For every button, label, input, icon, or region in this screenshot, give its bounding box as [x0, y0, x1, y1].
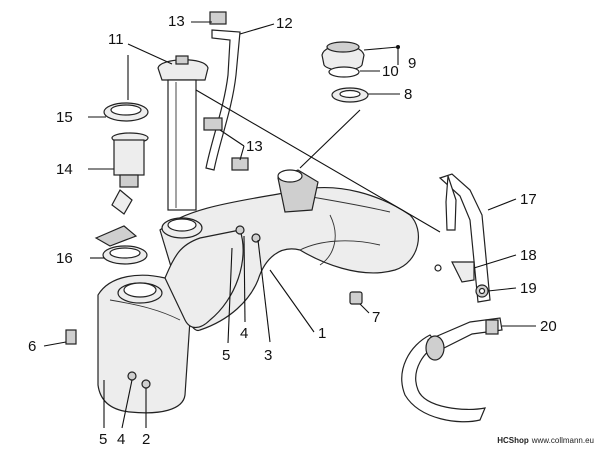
vent-hose [401, 173, 491, 423]
callout-5-bottom: 5 [99, 431, 107, 448]
breather-hose [203, 11, 249, 171]
callout-12: 12 [276, 15, 293, 32]
callout-2: 2 [142, 431, 150, 448]
callout-7: 7 [372, 309, 380, 326]
callout-18: 18 [520, 247, 537, 264]
fuel-cap [321, 41, 365, 71]
callout-1: 1 [318, 325, 326, 342]
callout-3: 3 [264, 347, 272, 364]
filler-washer [331, 87, 369, 103]
callout-8: 8 [404, 86, 412, 103]
cap-seal [328, 66, 360, 78]
gasket-ring [102, 245, 148, 265]
fuel-tank [97, 187, 419, 414]
mount-clip [65, 329, 77, 345]
footer-site: www.collmann.eu [531, 436, 594, 445]
callout-11: 11 [108, 31, 124, 48]
tank-filler-neck [277, 169, 319, 213]
callout-10: 10 [382, 63, 399, 80]
tank-pump-opening [161, 217, 203, 239]
support-bracket [434, 261, 475, 283]
callout-20: 20 [540, 318, 557, 335]
fuel-pump [111, 132, 149, 215]
fuel-level-sender [157, 55, 209, 211]
callout-numbers: 11 13 12 15 14 13 16 9 10 8 17 18 19 20 … [28, 13, 557, 448]
callout-13-top: 13 [168, 13, 185, 30]
footer-brand: HCShop [497, 436, 529, 445]
tank-lower-neck [117, 282, 163, 304]
callout-16: 16 [56, 250, 73, 267]
callout-4-mid: 4 [240, 325, 248, 342]
callout-4-bottom: 4 [117, 431, 125, 448]
callout-9-dot [396, 45, 400, 49]
return-hose [425, 317, 503, 361]
callout-13-mid: 13 [246, 138, 263, 155]
callout-19: 19 [520, 280, 537, 297]
callout-14: 14 [56, 161, 73, 178]
leader-lines [43, 21, 536, 429]
callout-17: 17 [520, 191, 537, 208]
flange-nut [475, 284, 489, 298]
callout-5-mid: 5 [222, 347, 230, 364]
pump-filter [94, 225, 138, 247]
lock-ring [103, 102, 149, 122]
callout-9: 9 [408, 55, 416, 72]
callout-6: 6 [28, 338, 36, 355]
drain-plug [349, 291, 363, 305]
callout-15: 15 [56, 109, 73, 126]
